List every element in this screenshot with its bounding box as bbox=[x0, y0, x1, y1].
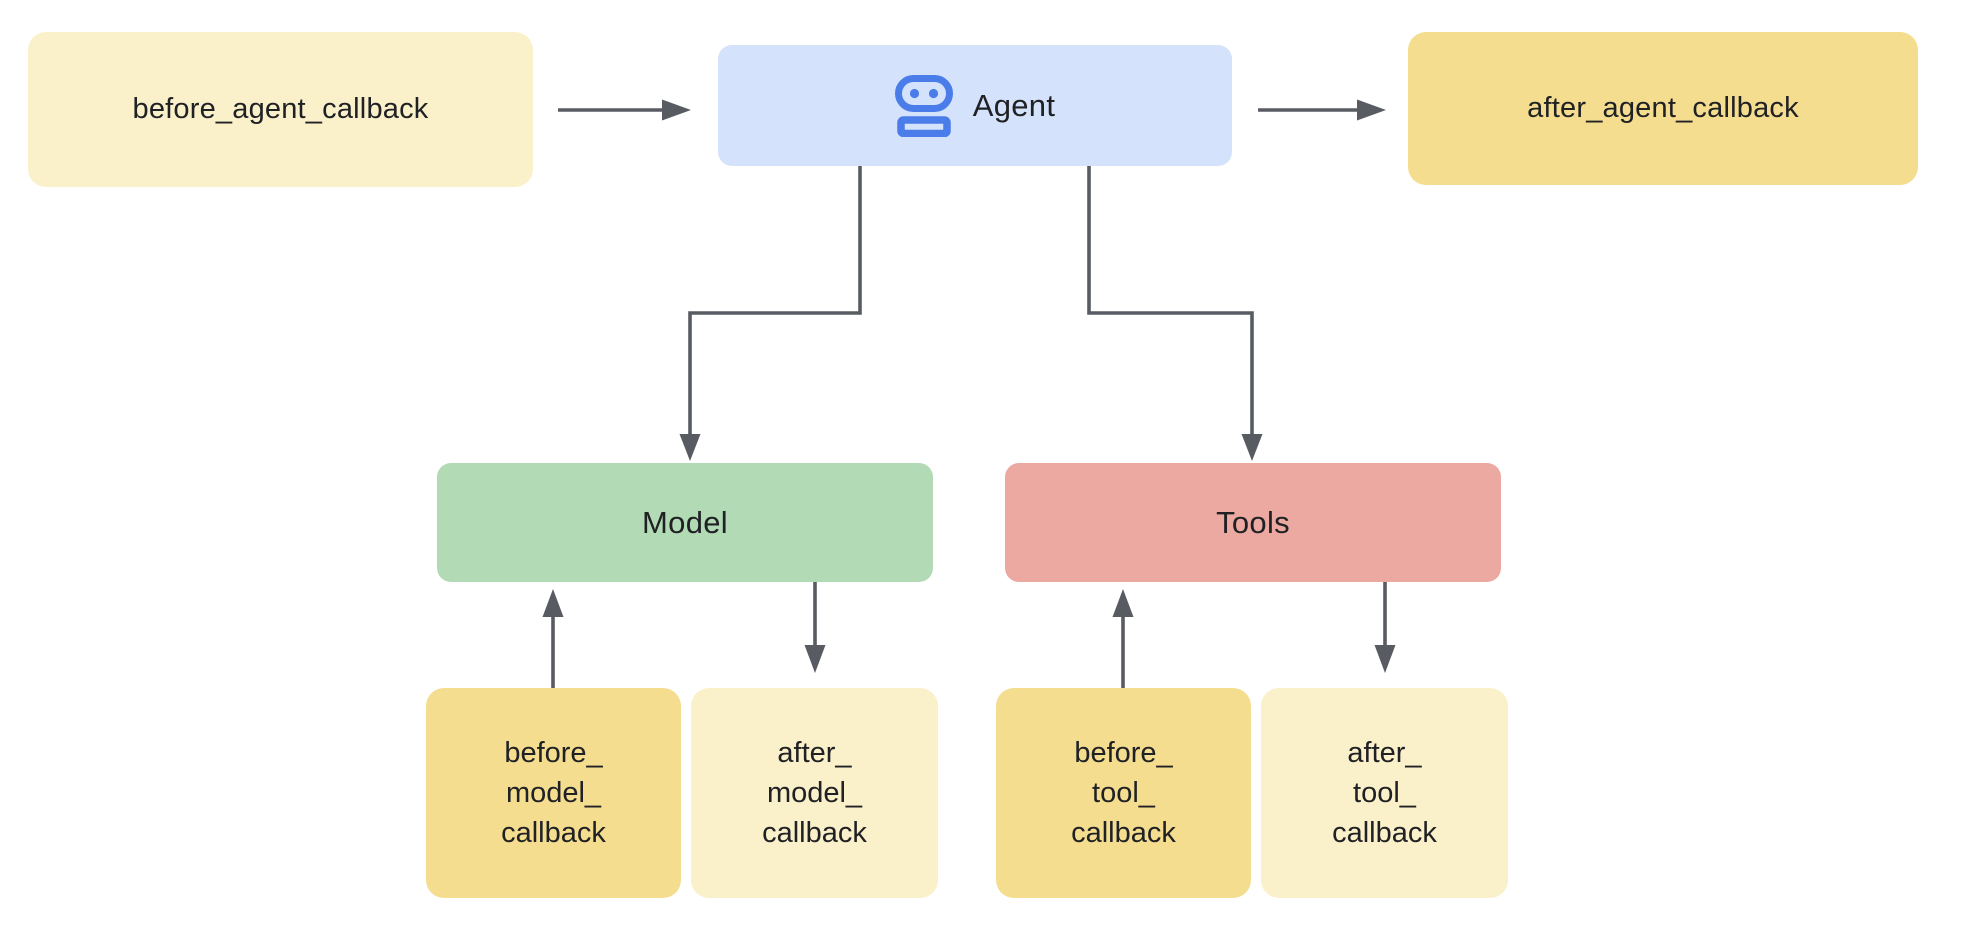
node-before-model-callback: before_ model_ callback bbox=[426, 688, 681, 898]
edge-before-tool-to-tools bbox=[1112, 589, 1134, 688]
node-before-agent-callback: before_agent_callback bbox=[28, 32, 533, 187]
edge-model-to-after-model bbox=[804, 582, 826, 673]
node-label: Tools bbox=[1216, 504, 1290, 540]
edge-agent-to-model bbox=[679, 166, 862, 461]
edge-agent-to-tools bbox=[1087, 166, 1263, 461]
node-label: after_agent_callback bbox=[1527, 92, 1799, 124]
node-label: Agent bbox=[972, 87, 1056, 123]
edge-agent-to-after-agent bbox=[1258, 99, 1386, 121]
node-agent: Agent bbox=[718, 45, 1232, 166]
node-label: before_agent_callback bbox=[132, 93, 429, 125]
node-label: Model bbox=[642, 504, 728, 540]
node-tools: Tools bbox=[1005, 463, 1501, 582]
node-after-tool-callback: after_ tool_ callback bbox=[1261, 688, 1508, 898]
node-label: after_ tool_ callback bbox=[1332, 737, 1437, 849]
robot-icon bbox=[894, 74, 953, 137]
node-label: before_ model_ callback bbox=[501, 737, 606, 849]
node-label: after_ model_ callback bbox=[762, 737, 867, 849]
node-label: before_ tool_ callback bbox=[1071, 737, 1176, 849]
edge-before-model-to-model bbox=[542, 589, 564, 688]
node-after-agent-callback: after_agent_callback bbox=[1408, 32, 1918, 185]
node-after-model-callback: after_ model_ callback bbox=[691, 688, 938, 898]
node-model: Model bbox=[437, 463, 933, 582]
node-before-tool-callback: before_ tool_ callback bbox=[996, 688, 1251, 898]
edge-tools-to-after-tool bbox=[1374, 582, 1396, 673]
edge-before-agent-to-agent bbox=[558, 99, 691, 121]
